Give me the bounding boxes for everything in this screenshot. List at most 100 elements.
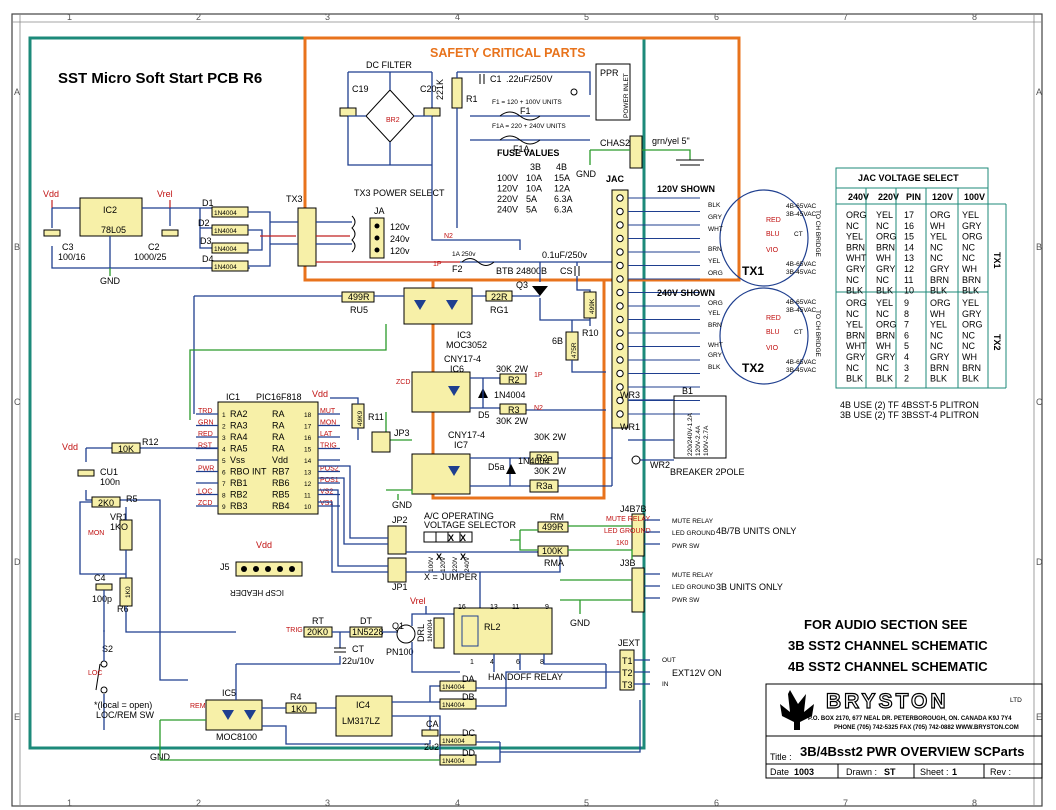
ic1-pin-signal: TRIG bbox=[320, 443, 337, 450]
svg-text:R1: R1 bbox=[466, 94, 478, 104]
jac-table-cell: BLK bbox=[962, 286, 979, 296]
ic1-pin-name: RB7 bbox=[272, 467, 290, 477]
svg-text:Q3: Q3 bbox=[516, 280, 528, 290]
ic1-pin-number: 13 bbox=[304, 470, 312, 477]
svg-text:1N5228: 1N5228 bbox=[352, 627, 384, 637]
jac-table-cell: BRN bbox=[876, 330, 895, 340]
svg-text:1N4004: 1N4004 bbox=[494, 390, 526, 400]
jac-table-cell: NC bbox=[962, 341, 975, 351]
grid-col-2: 2 bbox=[196, 12, 201, 22]
svg-text:4B-65VAC: 4B-65VAC bbox=[786, 203, 817, 210]
svg-text:CT: CT bbox=[352, 644, 364, 654]
jac-table-cell: ORG bbox=[876, 232, 897, 242]
rg1-resistor bbox=[485, 290, 513, 302]
jac-table-cell: ORG bbox=[846, 298, 867, 308]
jac-table-cell: BRN bbox=[846, 330, 865, 340]
svg-text:MUTE RELAY: MUTE RELAY bbox=[606, 516, 651, 523]
jac-table-cell: GRY bbox=[846, 352, 865, 362]
svg-text:C19: C19 bbox=[352, 84, 369, 94]
grid-row-B: B bbox=[14, 242, 20, 252]
svg-text:IC3: IC3 bbox=[457, 330, 471, 340]
svg-text:0.1uF/250v: 0.1uF/250v bbox=[542, 250, 588, 260]
svg-text:1000/25: 1000/25 bbox=[134, 252, 167, 262]
svg-text:D2: D2 bbox=[198, 218, 210, 228]
diode-label: 1N4004 bbox=[214, 210, 237, 217]
ic1-pin-signal: VS2 bbox=[320, 489, 333, 496]
d3-diode bbox=[211, 242, 249, 254]
svg-text:4B: 4B bbox=[556, 162, 567, 172]
diode-label: 1N4004 bbox=[442, 702, 465, 709]
jac-table-cell: YEL bbox=[876, 298, 893, 308]
jac-table-cell: 3 bbox=[904, 363, 909, 373]
svg-text:Title :: Title : bbox=[770, 752, 792, 762]
svg-text:C3: C3 bbox=[62, 242, 74, 252]
jac-table-cell: 4 bbox=[904, 352, 909, 362]
svg-text:49K9: 49K9 bbox=[357, 410, 364, 426]
db-diode bbox=[439, 698, 477, 710]
svg-text:CHAS2: CHAS2 bbox=[600, 138, 630, 148]
svg-text:Vrel: Vrel bbox=[410, 596, 426, 606]
ic1-pin-number: 16 bbox=[304, 435, 312, 442]
svg-text:ZCD: ZCD bbox=[396, 379, 410, 386]
ic1-pin-name: RB2 bbox=[230, 490, 248, 500]
jac-table-cell: NC bbox=[876, 221, 889, 231]
svg-text:6: 6 bbox=[516, 659, 520, 666]
secondary-vio: VIO bbox=[766, 345, 779, 352]
svg-text:PPR: PPR bbox=[600, 68, 619, 78]
svg-text:B1: B1 bbox=[682, 386, 693, 396]
svg-text:TX2: TX2 bbox=[742, 361, 764, 375]
ic1-pin-number: 3 bbox=[222, 435, 226, 442]
rma-resistor bbox=[537, 545, 569, 557]
grid-col-bottom-8: 8 bbox=[972, 798, 977, 808]
jac-table-cell: BRN bbox=[930, 363, 949, 373]
jac-table-cell: BLK bbox=[930, 286, 947, 296]
r10-resistor bbox=[583, 291, 597, 319]
svg-text:LM317LZ: LM317LZ bbox=[342, 716, 381, 726]
grid-col-1: 1 bbox=[67, 12, 72, 22]
svg-text:X = JUMPER: X = JUMPER bbox=[424, 572, 478, 582]
jac-table-cell: NC bbox=[876, 275, 889, 285]
svg-text:R3: R3 bbox=[508, 405, 520, 415]
svg-text:R11: R11 bbox=[368, 412, 384, 422]
svg-text:grn/yel 5": grn/yel 5" bbox=[652, 136, 690, 146]
fuse-row-4b: 15A bbox=[554, 173, 570, 183]
audio-reference: FOR AUDIO SECTION SEE 3B SST2 CHANNEL SC… bbox=[788, 617, 988, 674]
svg-text:JP2: JP2 bbox=[392, 515, 408, 525]
winding-color-label: ORG bbox=[708, 270, 723, 277]
voltage-select-label: 220V bbox=[452, 556, 459, 572]
jac-table-cell: 15 bbox=[904, 232, 914, 242]
svg-text:4B-65VAC: 4B-65VAC bbox=[786, 261, 817, 268]
grid-row-E: E bbox=[14, 712, 20, 722]
jac-table-cell: NC bbox=[930, 330, 943, 340]
svg-text:1K0: 1K0 bbox=[616, 540, 629, 547]
r3a-resistor bbox=[529, 479, 559, 493]
icsp-pin bbox=[289, 566, 295, 572]
grid-col-5: 5 bbox=[584, 12, 589, 22]
fuse-row-voltage: 220V bbox=[497, 194, 518, 204]
svg-text:F1 = 120 + 100V UNITS: F1 = 120 + 100V UNITS bbox=[492, 99, 562, 106]
grid-col-bottom-1: 1 bbox=[67, 798, 72, 808]
ic1-pin-name: RBO INT bbox=[230, 467, 267, 477]
jac-pin bbox=[616, 194, 624, 202]
svg-text:2u2: 2u2 bbox=[424, 742, 439, 752]
svg-text:T1: T1 bbox=[622, 656, 633, 666]
secondary-red: RED bbox=[766, 217, 781, 224]
jac-table-cell: ORG bbox=[962, 320, 983, 330]
svg-text:POWER INLET: POWER INLET bbox=[623, 73, 630, 118]
jac-table-cell: GRY bbox=[930, 264, 949, 274]
voltage-select-label: 100V bbox=[428, 556, 435, 572]
svg-text:1N4004: 1N4004 bbox=[518, 456, 550, 466]
fuse-row-3b: 10A bbox=[526, 173, 542, 183]
svg-text:C4: C4 bbox=[94, 573, 106, 583]
icsp-pin bbox=[253, 566, 259, 572]
ic1-pin-number: 1 bbox=[222, 412, 226, 419]
svg-text:Vdd: Vdd bbox=[62, 442, 78, 452]
jac-pin bbox=[616, 383, 624, 391]
svg-text:1: 1 bbox=[952, 767, 957, 777]
fuse-row-3b: 5A bbox=[526, 205, 537, 215]
svg-text:ICSP HEADER: ICSP HEADER bbox=[230, 588, 284, 597]
tx2-transformer bbox=[719, 287, 809, 385]
jac-table-cell: NC bbox=[930, 242, 943, 252]
svg-text:D5: D5 bbox=[478, 410, 490, 420]
